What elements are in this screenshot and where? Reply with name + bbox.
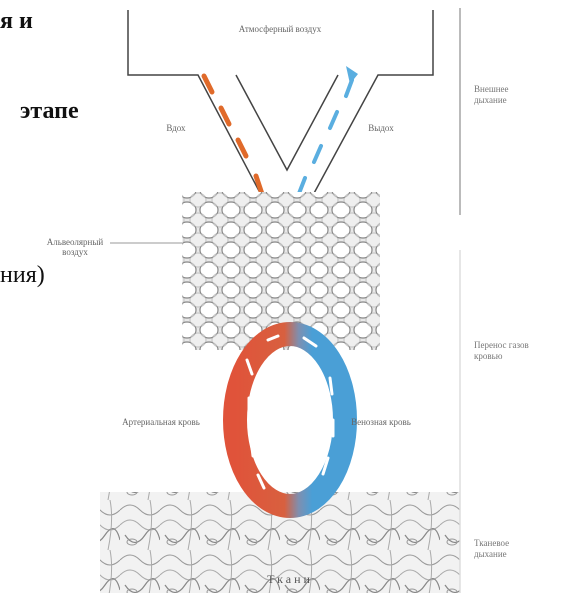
stage-external-respiration: Внешнее дыхание [474,84,536,106]
atmospheric-air-label: Атмосферный воздух [190,24,370,34]
alveolar-air-label: Альвеолярный воздух [40,237,110,258]
airway-outline [128,10,433,208]
inhale-label: Вдох [156,123,196,133]
airway-inner-outline [236,75,338,170]
ring-center [254,354,326,486]
venous-blood-label: Венозная кровь [346,417,416,427]
exhale-label: Выдох [356,123,406,133]
arterial-blood-label: Артериальная кровь [116,417,206,427]
stage-gas-transport: Перенос газов кровью [474,340,559,362]
tissues-label: Ткани [250,573,330,587]
exhale-arrowhead [346,66,358,84]
inhale-arrow [204,76,264,200]
stage-tissue-respiration: Тканевое дыхание [474,538,536,560]
